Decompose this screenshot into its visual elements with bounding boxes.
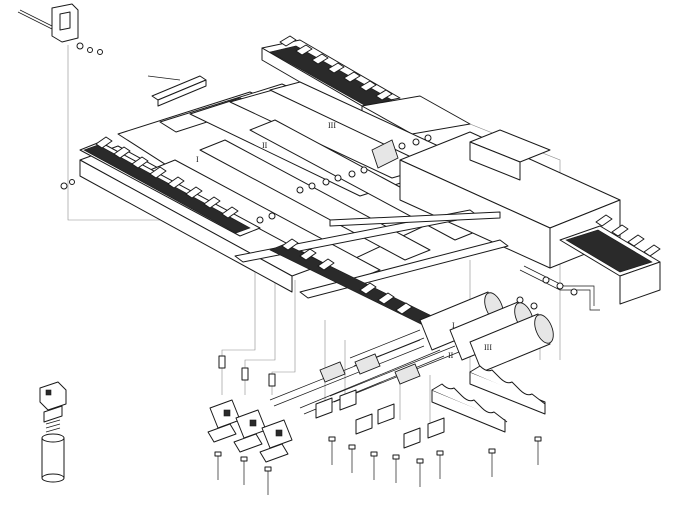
saddle-brackets [315, 365, 546, 449]
bolts [214, 436, 542, 495]
label-zone-III: III [328, 121, 336, 130]
label-tank-II: II [448, 351, 454, 360]
toothed-rail-front-mid [269, 238, 441, 327]
fittings-chain [256, 134, 432, 224]
clamp-plates [207, 399, 293, 463]
cartridge-detail [39, 381, 67, 483]
label-zone-I: I [196, 155, 199, 164]
zone-labels: I II III I II III [196, 121, 492, 360]
standoffs [218, 355, 276, 387]
toothed-rail-right [559, 214, 661, 305]
mounting-bracket-top [17, 3, 103, 55]
toothed-rail-front-left [60, 136, 261, 237]
small-crossbar [147, 75, 207, 107]
label-zone-II: II [262, 141, 268, 150]
label-tank-III: III [484, 343, 492, 352]
main-frame [79, 81, 621, 299]
pipe-run [516, 265, 600, 311]
label-tank-I: I [452, 321, 455, 330]
tank-three [469, 313, 554, 373]
